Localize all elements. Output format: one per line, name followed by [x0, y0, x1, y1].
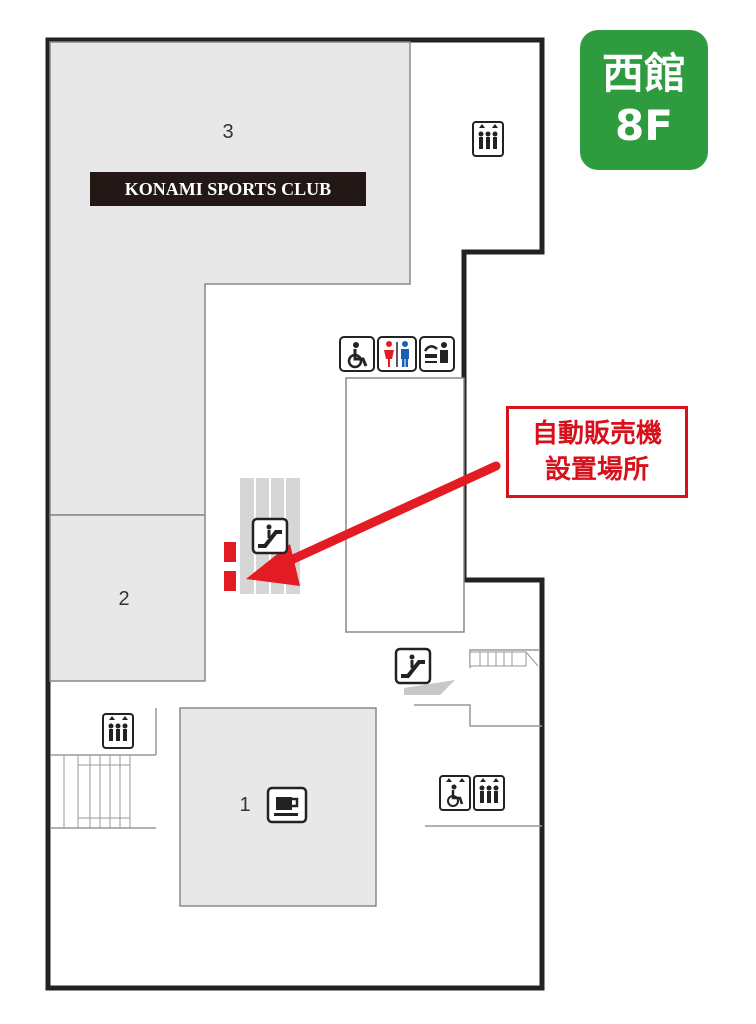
baby-care-icon	[419, 336, 455, 372]
escalator-right-structure	[404, 649, 542, 827]
vending-note-line1: 自動販売機	[531, 419, 662, 449]
accessible-toilet-icon	[339, 336, 375, 372]
tenant-area-2[interactable]	[49, 514, 206, 682]
vending-machine-marker[interactable]	[224, 571, 236, 591]
restroom-icon	[377, 336, 417, 372]
vending-location-note: 自動販売機 設置場所	[506, 406, 688, 498]
tenant-name-3: KONAMI SPORTS CLUB	[125, 179, 331, 199]
area-number-3: 3	[222, 121, 233, 143]
building-name: 西館	[601, 49, 686, 98]
elevator-icon	[473, 775, 505, 811]
escalator-icon	[394, 647, 432, 685]
floor-label-badge: 西館 8F	[580, 30, 708, 170]
area-number-2: 2	[118, 588, 129, 610]
elevator-icon	[102, 713, 134, 749]
accessible-elevator-icon	[439, 775, 471, 811]
arrow-icon	[246, 461, 501, 586]
floor-level: 8F	[615, 101, 673, 150]
stairs-left	[50, 708, 157, 829]
elevator-icon	[472, 121, 504, 157]
area-number-1: 1	[239, 794, 250, 816]
escalator-icon	[251, 517, 289, 555]
vending-machine-marker[interactable]	[224, 542, 236, 562]
konami-logo-banner	[90, 172, 366, 206]
cafe-icon	[266, 786, 308, 824]
vending-note-line2: 設置場所	[544, 455, 649, 485]
